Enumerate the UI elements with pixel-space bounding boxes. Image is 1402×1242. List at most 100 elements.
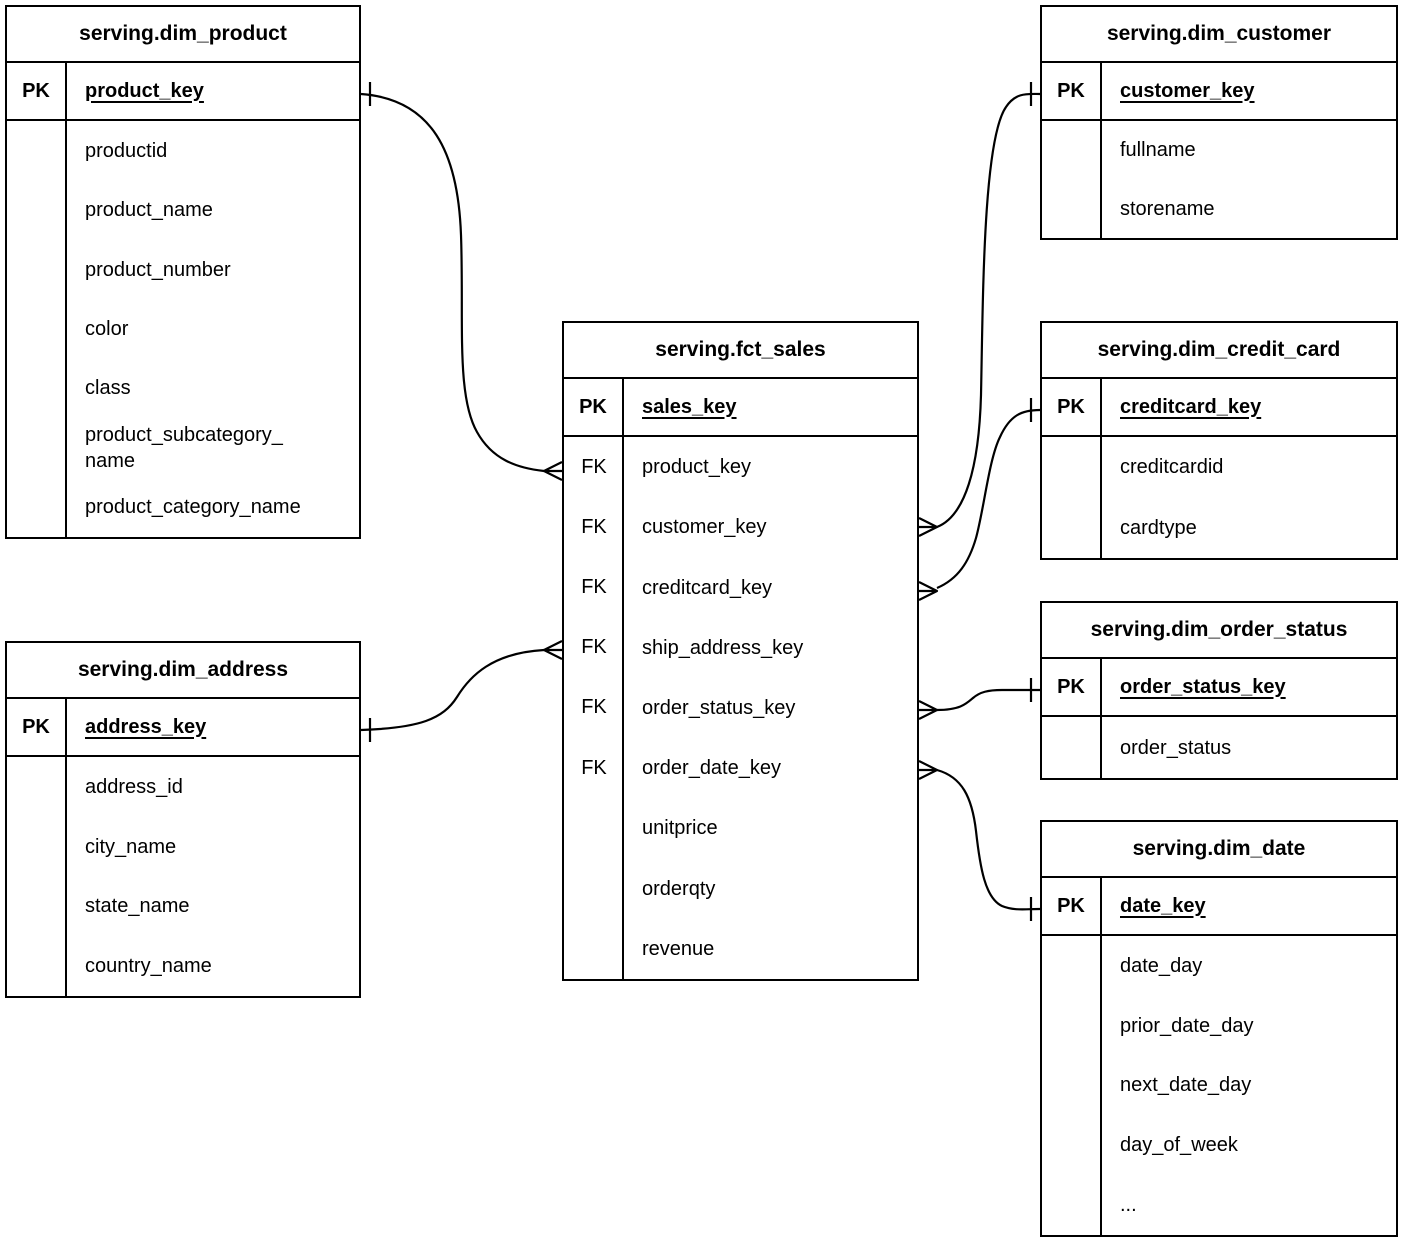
crow-foot-many-icon <box>918 581 939 601</box>
field-key-label <box>1042 1056 1102 1116</box>
relationship-line <box>936 408 1041 590</box>
crow-foot-many-icon <box>918 517 939 537</box>
field-name: prior_date_day <box>1120 1014 1254 1037</box>
field-row: orderqty <box>564 859 917 919</box>
field-row: cardtype <box>1042 498 1396 559</box>
pk-field-name: date_key <box>1120 894 1206 917</box>
field-name: creditcard_key <box>642 576 773 599</box>
field-name: order_status <box>1120 736 1232 759</box>
pk-field-name: customer_key <box>1120 79 1255 102</box>
field-row: order_status <box>1042 717 1396 778</box>
relationship-line <box>360 648 545 732</box>
pk-label: PK <box>564 379 624 435</box>
field-name: next_date_day <box>1120 1074 1252 1097</box>
field-row: productid <box>7 121 359 180</box>
field-name: customer_key <box>642 516 767 539</box>
table-fields: address_id city_name state_name country_nam… <box>7 757 359 996</box>
field-name: storename <box>1120 197 1215 220</box>
field-name: state_name <box>85 895 190 918</box>
entity-table-dim-address: serving.dim_address PK address_key addre… <box>5 641 361 998</box>
pk-row: PK creditcard_key <box>1042 379 1396 437</box>
field-name: fullname <box>1120 139 1196 162</box>
field-name: color <box>85 317 129 340</box>
table-title: serving.dim_date <box>1042 822 1396 878</box>
entity-table-dim-product: serving.dim_product PK product_key produ… <box>5 5 361 539</box>
field-name: city_name <box>85 835 177 858</box>
field-name: order_status_key <box>642 696 796 719</box>
field-key-label <box>1042 996 1102 1056</box>
field-key-label <box>7 121 67 180</box>
field-row: prior_date_day <box>1042 996 1396 1056</box>
pk-field-name: address_key <box>85 715 207 738</box>
field-name: date_day <box>1120 954 1203 977</box>
pk-field-name: sales_key <box>642 395 737 418</box>
field-key-label <box>7 877 67 937</box>
field-name: product_name <box>85 199 213 222</box>
field-key-label: FK <box>581 696 607 719</box>
field-name: class <box>85 377 131 400</box>
field-key-label: FK <box>581 636 607 659</box>
field-key-label <box>7 757 67 817</box>
relationship-fct-sales-dim-order-status <box>918 678 1040 720</box>
field-key-label <box>564 859 624 919</box>
field-name: country_name <box>85 955 212 978</box>
field-name: cardtype <box>1120 516 1197 539</box>
field-row: class <box>7 359 359 418</box>
field-name: revenue <box>642 937 715 960</box>
pk-label: PK <box>1042 659 1102 715</box>
field-row: date_day <box>1042 936 1396 996</box>
field-key-label <box>1042 121 1102 180</box>
relationship-line <box>936 688 1040 712</box>
table-title: serving.dim_order_status <box>1042 603 1396 659</box>
field-row: fullname <box>1042 121 1396 180</box>
table-title: serving.dim_credit_card <box>1042 323 1396 379</box>
table-fields: fullname storename <box>1042 121 1396 238</box>
field-key-label <box>7 936 67 996</box>
field-key-label: FK <box>581 576 607 599</box>
field-name: creditcardid <box>1120 456 1224 479</box>
entity-table-dim-credit-card: serving.dim_credit_card PK creditcard_ke… <box>1040 321 1398 560</box>
field-row: country_name <box>7 936 359 996</box>
pk-row: PK date_key <box>1042 878 1396 936</box>
table-fields: order_status <box>1042 717 1396 778</box>
field-row: color <box>7 299 359 358</box>
field-name: address_id <box>85 775 183 798</box>
field-row: product_subcategory_name <box>7 418 359 477</box>
pk-row: PK customer_key <box>1042 63 1396 121</box>
pk-label: PK <box>1042 379 1102 435</box>
relationship-fct-sales-dim-address <box>360 640 563 742</box>
pk-field-name: order_status_key <box>1120 675 1286 698</box>
field-row: city_name <box>7 817 359 877</box>
field-row: state_name <box>7 877 359 937</box>
pk-label: PK <box>1042 63 1102 119</box>
field-name: unitprice <box>642 817 718 840</box>
field-key-label <box>7 418 67 477</box>
pk-row: PK product_key <box>7 63 359 121</box>
field-name: productid <box>85 139 168 162</box>
field-key-label <box>7 817 67 877</box>
relationship-fct-sales-dim-credit-card <box>918 398 1041 601</box>
field-key-label <box>7 478 67 537</box>
field-row: FK order_status_key <box>564 678 917 738</box>
relationship-fct-sales-dim-date <box>918 760 1041 921</box>
table-title: serving.dim_product <box>7 7 359 63</box>
field-name: product_number <box>85 258 231 281</box>
field-name: order_date_key <box>642 757 781 780</box>
field-key-label <box>1042 498 1102 559</box>
table-title: serving.dim_customer <box>1042 7 1396 63</box>
field-key-label <box>1042 180 1102 239</box>
table-title: serving.dim_address <box>7 643 359 699</box>
crow-foot-many-icon <box>918 700 939 720</box>
field-key-label <box>7 359 67 418</box>
field-name: orderqty <box>642 877 716 900</box>
crow-foot-many-icon <box>542 461 563 481</box>
field-row: revenue <box>564 919 917 979</box>
relationship-line <box>936 768 1041 911</box>
pk-field-name: creditcard_key <box>1120 395 1262 418</box>
crow-foot-many-icon <box>542 640 563 660</box>
